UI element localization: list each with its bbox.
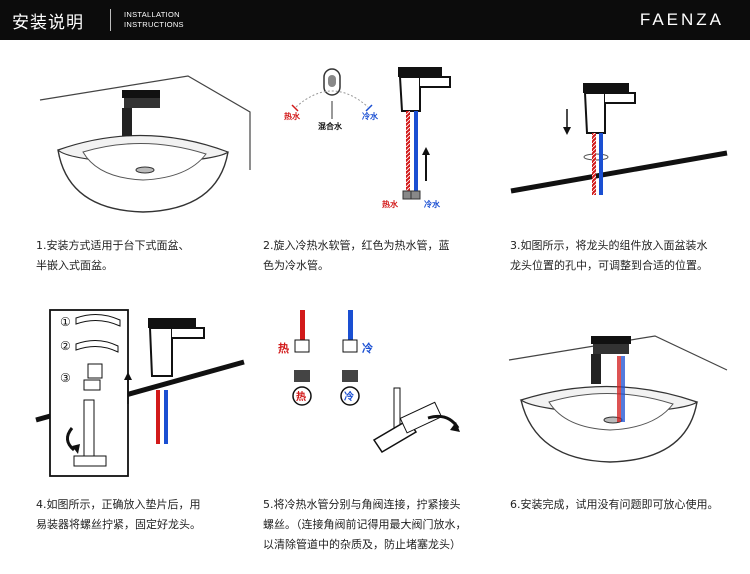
cold-connector-label: 冷 [344,390,354,403]
header-subtitle: INSTALLATION INSTRUCTIONS [124,10,184,30]
step-5-caption-line-3: 以清除管道中的杂质及，防止堵塞龙头） [263,538,461,551]
header-subtitle-line1: INSTALLATION [124,10,180,19]
hot-connector-icon [292,386,312,406]
step-6-illustration [505,310,735,480]
faucet-icon [398,67,442,77]
faucet-icon [583,83,629,93]
step-3-caption-line-2: 龙头位置的孔中，可调整到合适的位置。 [510,259,708,272]
step-6-caption: 6.安装完成，试用没有问题即可放心使用。 [510,495,748,515]
step-2-caption-line-2: 色为冷水管。 [263,259,329,272]
step-3-caption: 3.如图所示，将龙头的组件放入面盆装水 龙头位置的孔中，可调整到合适的位置。 [510,236,748,276]
step-4-caption-line-2: 易装器将螺丝拧紧，固定好龙头。 [36,518,201,531]
brand-logo: FAENZA [639,10,724,29]
header-bar: 安装说明 INSTALLATION INSTRUCTIONS FAENZA [0,0,750,40]
step-1-caption: 1.安装方式适用于台下式面盆、 半嵌入式面盆。 [36,236,274,276]
step-4-number-1: ① [60,315,71,329]
faucet-icon [148,318,196,328]
step-5-caption-line-2: 螺丝。（连接角阀前记得用最大阀门放水， [263,518,467,531]
step-1-illustration [28,60,258,230]
basin-faucet-icon [39,75,251,213]
hot-label: 热 [278,341,289,355]
cold-label: 冷水 [362,111,379,121]
step-4-caption: 4.如图所示，正确放入垫片后，用 易装器将螺丝拧紧，固定好龙头。 [36,495,274,535]
header-subtitle-line2: INSTRUCTIONS [124,20,184,29]
step-4-number-3: ③ [60,371,71,385]
step-4-number-2: ② [60,339,71,353]
step-1-caption-line-2: 半嵌入式面盆。 [36,259,113,272]
step-5-caption-line-1: 5.将冷热水管分别与角阀连接，拧紧接头 [263,498,461,511]
step-5-caption: 5.将冷热水管分别与角阀连接，拧紧接头 螺丝。（连接角阀前记得用最大阀门放水， … [263,495,501,555]
cold-connector-icon [340,386,360,406]
page-title: 安装说明 [12,13,84,33]
step-4-caption-line-1: 4.如图所示，正确放入垫片后，用 [36,498,201,511]
step-3-caption-line-1: 3.如图所示，将龙头的组件放入面盆装水 [510,239,708,252]
step-4-illustration: ① ② ③ [28,300,258,477]
hot-label: 热水 [284,111,301,121]
step-1-caption-line-1: 1.安装方式适用于台下式面盆、 [36,239,190,252]
basin-faucet-icon [508,335,728,463]
step-2-caption-line-1: 2.旋入冷热水软管，红色为热水管，蓝 [263,239,450,252]
step-3-illustration [505,55,735,225]
step-6-caption-line-1: 6.安装完成，试用没有问题即可放心使用。 [510,498,719,511]
header-divider [110,9,111,31]
step-5-illustration: 热 冷 热 冷 [270,300,500,470]
step-2-caption: 2.旋入冷热水软管，红色为热水管，蓝 色为冷水管。 [263,236,501,276]
hot-hose-label: 热水 [382,199,399,209]
step-2-illustration: 热水 混合水 冷水 热水 冷水 [270,55,500,225]
cold-hose-label: 冷水 [424,199,441,209]
mix-label: 混合水 [318,121,343,131]
cold-label: 冷 [362,341,373,355]
hot-connector-label: 热 [296,390,306,403]
